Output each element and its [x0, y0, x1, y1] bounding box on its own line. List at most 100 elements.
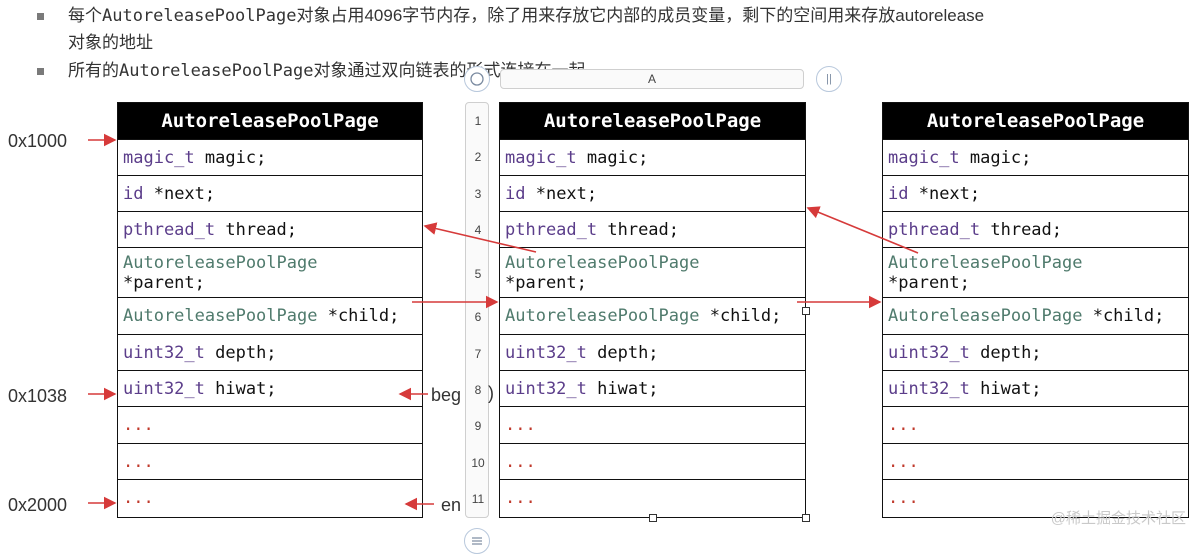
ruler-num-2[interactable]: 2 [474, 150, 482, 164]
table-row: magic_t magic; [883, 139, 1188, 175]
column-header-bar[interactable]: A [500, 69, 804, 89]
bullet-marker-2 [37, 68, 44, 75]
table-row: ... [883, 406, 1188, 443]
bullet-1-line2: 对象的地址 [68, 33, 153, 52]
table-row: ... [118, 479, 422, 515]
ruler-num-10[interactable]: 10 [471, 456, 485, 470]
field-type: id [505, 183, 526, 204]
table-row: AutoreleasePoolPage*parent; [500, 247, 805, 297]
field-type: magic_t [505, 147, 577, 168]
address-0x1038: 0x1038 [8, 386, 68, 406]
field-name: *next; [908, 183, 981, 204]
field-name: *next; [525, 183, 598, 204]
ellipsis-row: ... [888, 451, 919, 472]
field-type: id [123, 183, 144, 204]
field-name: hiwat; [204, 378, 277, 399]
ruler-num-3[interactable]: 3 [474, 187, 482, 201]
arrow-parent-2-to-1 [423, 222, 537, 253]
ruler-num-5[interactable]: 5 [474, 267, 482, 281]
table-row: AutoreleasePoolPage *child; [883, 297, 1188, 334]
field-name: magic; [194, 147, 267, 168]
field-name: thread; [980, 219, 1063, 240]
field-type: uint32_t [505, 378, 587, 399]
table-row: uint32_t depth; [118, 334, 422, 370]
resize-handle-right[interactable] [802, 307, 810, 315]
table-row: AutoreleasePoolPage *child; [118, 297, 422, 334]
arrows-layer [88, 133, 919, 511]
ruler-num-9[interactable]: 9 [474, 419, 482, 433]
field-name: depth; [586, 342, 659, 363]
table-row: magic_t magic; [500, 139, 805, 175]
table-row: ... [500, 443, 805, 479]
end-label: en [441, 495, 462, 515]
field-type: uint32_t [123, 342, 205, 363]
ellipsis-row: ... [505, 415, 536, 435]
bullet-text-1-line2: 对象的地址 [68, 32, 153, 54]
table-row: AutoreleasePoolPage*parent; [883, 247, 1188, 297]
field-name: *child; [1082, 306, 1165, 326]
field-type: uint32_t [888, 378, 970, 399]
table-row: AutoreleasePoolPage *child; [500, 297, 805, 334]
begin-paren: ) [488, 383, 494, 403]
table-row: uint32_t hiwat; [500, 370, 805, 406]
pause-icon: || [826, 73, 832, 85]
ruler-num-11[interactable]: 11 [471, 492, 485, 506]
arrow-parent-3-to-2 [806, 206, 919, 254]
bullet-1-mono: AutoreleasePoolPage [102, 6, 297, 26]
bullet-marker-1 [37, 13, 44, 20]
field-name: thread; [597, 219, 680, 240]
field-name: depth; [204, 342, 277, 363]
select-circle-button[interactable] [464, 66, 490, 92]
address-0x1000: 0x1000 [8, 131, 68, 151]
field-type: AutoreleasePoolPage [123, 306, 318, 326]
field-type: AutoreleasePoolPage [505, 252, 700, 273]
address-0x2000: 0x2000 [8, 495, 68, 515]
table-title: AutoreleasePoolPage [118, 103, 422, 139]
ruler-num-4[interactable]: 4 [474, 223, 482, 237]
begin-label: beg [431, 385, 462, 405]
field-type: pthread_t [505, 219, 598, 240]
ruler-num-8[interactable]: 8 [474, 383, 482, 397]
field-type: AutoreleasePoolPage [123, 252, 318, 273]
field-name: *child; [317, 306, 400, 326]
field-name: depth; [969, 342, 1042, 363]
field-type: AutoreleasePoolPage [888, 252, 1083, 273]
table-row: ... [118, 406, 422, 443]
table-row: magic_t magic; [118, 139, 422, 175]
table-row: ... [883, 479, 1188, 515]
ellipsis-row: ... [123, 487, 154, 508]
table-row: pthread_t thread; [118, 211, 422, 247]
table-row: ... [118, 443, 422, 479]
field-name: *next; [143, 183, 216, 204]
autorelease-pool-page-table-3: AutoreleasePoolPage magic_t magic;id *nex… [882, 102, 1189, 518]
ruler-num-1[interactable]: 1 [474, 114, 482, 128]
table-row: id *next; [118, 175, 422, 211]
table-row: id *next; [883, 175, 1188, 211]
field-name: hiwat; [586, 378, 659, 399]
pause-button[interactable]: || [816, 66, 842, 92]
field-name: hiwat; [969, 378, 1042, 399]
row-ruler[interactable]: 1 2 3 4 5 6 7 8 9 10 11 [465, 102, 489, 518]
table-row: id *next; [500, 175, 805, 211]
field-type: AutoreleasePoolPage [505, 306, 700, 326]
ellipsis-row: ... [505, 451, 536, 472]
field-name: *parent; [123, 272, 205, 293]
table-row: uint32_t hiwat; [883, 370, 1188, 406]
ellipsis-row: ... [505, 487, 536, 508]
column-header-label: A [647, 72, 656, 86]
field-name: *parent; [888, 272, 970, 293]
table-row: pthread_t thread; [500, 211, 805, 247]
field-type: pthread_t [888, 219, 981, 240]
table-row: uint32_t depth; [500, 334, 805, 370]
bullet-1-post: 对象占用4096字节内存，除了用来存放它内部的成员变量，剩下的空间用来存放aut… [296, 6, 985, 25]
table-row: pthread_t thread; [883, 211, 1188, 247]
resize-handle-bottom[interactable] [649, 514, 657, 522]
field-type: AutoreleasePoolPage [888, 306, 1083, 326]
resize-handle-corner[interactable] [802, 514, 810, 522]
circle-icon [470, 72, 484, 86]
table-row: ... [500, 406, 805, 443]
ruler-num-6[interactable]: 6 [474, 310, 482, 324]
ruler-num-7[interactable]: 7 [474, 347, 482, 361]
